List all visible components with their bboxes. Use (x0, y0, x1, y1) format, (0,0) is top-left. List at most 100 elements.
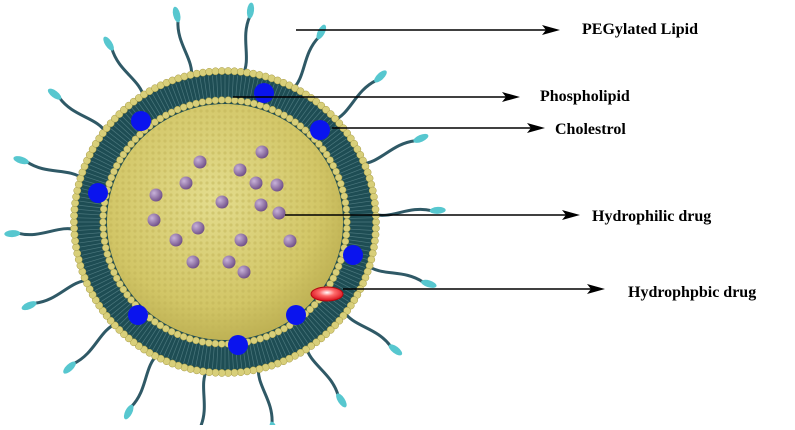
peg-chain (178, 20, 192, 77)
lipid-head-outer (187, 71, 194, 78)
lipid-head-inner (106, 257, 113, 264)
cholesterol-molecule (131, 111, 151, 131)
peg-chain (18, 229, 77, 235)
label-hydrophobic-drug: Hydrophpbic drug (628, 284, 756, 302)
lipid-head-inner (341, 193, 348, 200)
peg-chain (243, 16, 250, 75)
hydrophilic-drug-molecule (271, 179, 284, 192)
hydrophilic-drug-molecule (250, 177, 263, 190)
hydrophilic-drug-molecule (256, 146, 269, 159)
peg-chain (200, 369, 207, 425)
lipid-head-inner (199, 338, 206, 345)
lipid-head-inner (257, 335, 264, 342)
lipid-head-outer (369, 187, 376, 194)
lipid-head-inner (186, 102, 193, 109)
peg-tip (13, 154, 30, 165)
lipid-head-inner (205, 340, 212, 347)
peg-tip (412, 132, 429, 145)
lipid-head-inner (238, 98, 245, 105)
peg-tip (420, 278, 437, 289)
lipid-head-outer (250, 70, 257, 77)
cholesterol-molecule (254, 83, 274, 103)
lipid-head-inner (212, 97, 219, 104)
label-phospholipid: Phospholipid (540, 88, 630, 106)
hydrophilic-drug-molecule (223, 256, 236, 269)
lipid-head-inner (205, 98, 212, 105)
lipid-head-inner (342, 199, 349, 206)
lipid-head-inner (218, 97, 225, 104)
hydrophilic-drug-molecule (150, 189, 163, 202)
peg-chain (367, 265, 423, 282)
lipid-head-inner (244, 99, 251, 106)
peg-chain (35, 280, 89, 303)
hydrophilic-drug-molecule (148, 214, 161, 227)
lipid-head-inner (343, 225, 350, 232)
lipid-head-outer (73, 193, 80, 200)
hydrophilic-drug-molecule (180, 177, 193, 190)
lipid-head-inner (180, 333, 187, 340)
lipid-head-inner (343, 232, 350, 239)
label-hydrophilic-drug: Hydrophilic drug (592, 208, 711, 226)
cholesterol-molecule (88, 183, 108, 203)
hydrophilic-drug-molecule (255, 199, 268, 212)
lipid-head-inner (269, 331, 276, 338)
peg-chain (59, 98, 106, 133)
label-pegylated-lipid: PEGylated Lipid (582, 21, 698, 39)
peg-tip (4, 230, 20, 238)
lipid-head-inner (180, 104, 187, 111)
lipid-head-inner (108, 263, 115, 270)
hydrophilic-drug-molecule (187, 256, 200, 269)
lipid-head-inner (344, 219, 351, 226)
lipid-head-inner (199, 99, 206, 106)
peg-tip (246, 2, 255, 19)
lipid-head-inner (100, 206, 107, 213)
cholesterol-molecule (228, 335, 248, 355)
lipid-head-inner (218, 341, 225, 348)
peg-chain (131, 354, 158, 407)
lipid-head-inner (251, 100, 258, 107)
lipid-head-inner (100, 219, 107, 226)
core-mesh (107, 104, 343, 340)
peg-tip (20, 299, 37, 312)
lipid-head-inner (335, 174, 342, 181)
peg-chain (74, 323, 117, 363)
peg-chain (27, 162, 83, 179)
lipid-head-inner (337, 257, 344, 264)
peg-tip (430, 206, 446, 214)
lipid-head-inner (263, 333, 270, 340)
lipid-head-inner (100, 225, 107, 232)
lipid-head-inner (193, 100, 200, 107)
hydrophilic-drug-molecule (234, 164, 247, 177)
peg-chain (333, 80, 376, 120)
lipid-head-inner (212, 340, 219, 347)
lipid-head-inner (104, 251, 111, 258)
lipid-head-inner (343, 206, 350, 213)
lipid-head-outer (199, 368, 206, 375)
label-cholesterol: Cholestrol (555, 121, 626, 139)
lipid-head-outer (243, 69, 250, 76)
lipid-head-inner (186, 335, 193, 342)
lipid-head-inner (263, 104, 270, 111)
lipid-head-inner (231, 97, 238, 104)
lipid-head-outer (193, 367, 200, 374)
lipid-head-inner (193, 337, 200, 344)
aqueous-core (107, 104, 343, 340)
lipid-head-inner (337, 180, 344, 187)
hydrophilic-drug-molecule (194, 156, 207, 169)
lipid-head-inner (225, 97, 232, 104)
hydrophilic-drug-molecule (238, 266, 251, 279)
hydrophilic-drug-molecule (284, 235, 297, 248)
hydrophobic-drug (311, 287, 343, 301)
cholesterol-molecule (343, 245, 363, 265)
lipid-head-inner (100, 232, 107, 239)
lipid-head-inner (106, 180, 113, 187)
peg-chain (112, 49, 144, 98)
cholesterol-molecule (286, 305, 306, 325)
hydrophilic-drug-molecule (235, 234, 248, 247)
peg-chain (361, 141, 415, 164)
peg-tip (171, 6, 181, 23)
lipid-head-outer (256, 365, 263, 372)
lipid-head-inner (101, 238, 108, 245)
hydrophilic-drug-molecule (192, 222, 205, 235)
